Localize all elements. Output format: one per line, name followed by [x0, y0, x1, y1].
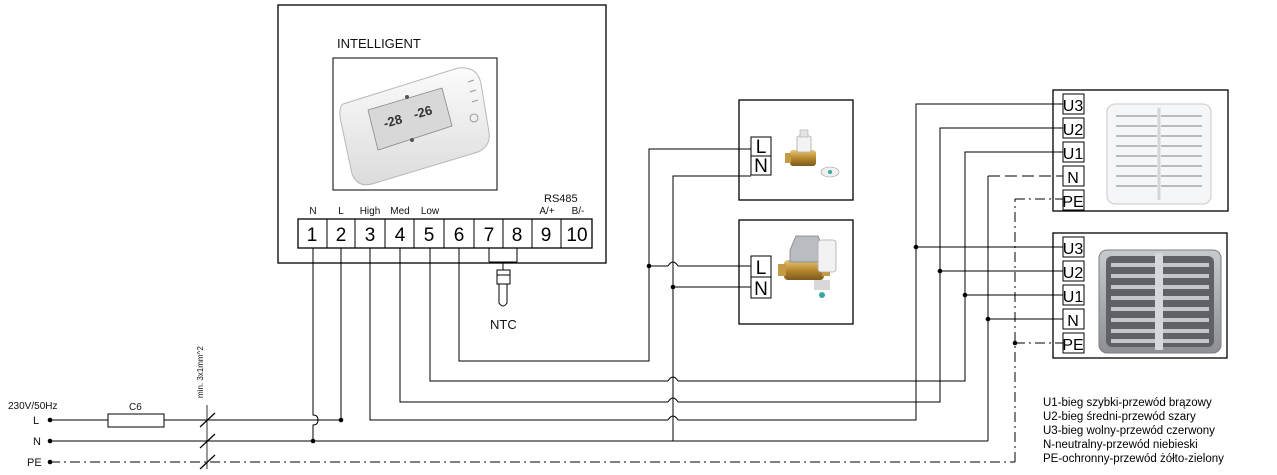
terminal-block: [297, 218, 593, 249]
legend-item-u1: U1-bieg szybki-przewód brązowy: [1043, 397, 1212, 409]
heater-1-terminal-pe: PE: [1062, 194, 1083, 211]
breaker-label: C6: [129, 402, 142, 413]
display-left-readout: -28: [382, 111, 404, 131]
terminal-10: 10: [566, 225, 587, 246]
terminal-label-high: High: [360, 206, 381, 217]
wiring: [50, 103, 1063, 470]
valve-small-icon: [785, 129, 840, 178]
terminal-8: 8: [512, 225, 523, 246]
line-l-label: L: [33, 415, 39, 427]
breaker: [107, 413, 165, 428]
legend-item-n: N-neutralny-przewód niebieski: [1043, 439, 1198, 451]
heater-grey-icon: [1098, 249, 1222, 354]
heater-2-terminal-u2: U2: [1063, 265, 1084, 282]
legend-item-u3: U3-bieg wolny-przewód czerwony: [1043, 425, 1215, 437]
junction-dots: [47, 244, 1018, 465]
terminal-7: 7: [484, 225, 495, 246]
heater-2-terminal-u3: U3: [1063, 241, 1084, 258]
cable-label: min. 3x1mm^2: [196, 346, 205, 398]
heater-2: U3 U2 U1 N PE: [1052, 232, 1228, 359]
terminal-9: 9: [541, 225, 552, 246]
thermostat-icon: -28 -26: [332, 57, 498, 191]
line-n-label: N: [33, 436, 41, 448]
valve-1-terminal-n: N: [754, 156, 768, 177]
terminal-3: 3: [365, 225, 376, 246]
terminal-label-med: Med: [390, 206, 409, 217]
heater-2-terminal-n: N: [1067, 313, 1079, 330]
heater-white-icon: [1106, 103, 1212, 205]
terminal-label-b: B/-: [572, 206, 585, 217]
legend: U1-bieg szybki-przewód brązowy U2-bieg ś…: [1043, 397, 1224, 465]
terminal-6: 6: [454, 225, 465, 246]
heater-1-terminal-u2: U2: [1063, 122, 1084, 139]
supply-label: 230V/50Hz: [8, 401, 57, 412]
valve-1-terminal-l: L: [756, 137, 767, 158]
display-right-readout: -26: [412, 102, 434, 122]
terminal-4: 4: [395, 225, 406, 246]
terminal-label-l: L: [338, 206, 344, 217]
terminal-1: 1: [307, 225, 318, 246]
valve-2-terminal-l: L: [756, 258, 767, 279]
ntc-sensor: [488, 248, 518, 307]
controller-title: INTELLIGENT: [337, 36, 421, 51]
valve-1: L N: [738, 99, 854, 201]
heater-1: U3 U2 U1 N PE: [1052, 89, 1229, 212]
valve-2-terminal-n: N: [754, 279, 768, 300]
heater-2-terminal-pe: PE: [1062, 337, 1083, 354]
terminal-label-n: N: [309, 206, 316, 217]
controller: INTELLIGENT -28 -26 RS485 N L High Med L…: [277, 4, 607, 264]
heater-1-terminal-u3: U3: [1063, 98, 1084, 115]
legend-item-pe: PE-ochronny-przewód żółto-zielony: [1043, 453, 1224, 465]
terminal-label-a: A/+: [539, 206, 554, 217]
valve-actuator-icon: [778, 235, 837, 298]
valve-2: L N: [738, 219, 854, 325]
terminal-5: 5: [424, 225, 435, 246]
rs485-label: RS485: [544, 193, 578, 205]
ntc-label: NTC: [490, 317, 517, 332]
line-pe-label: PE: [27, 457, 42, 469]
legend-item-u2: U2-bieg średni-przewód szary: [1043, 411, 1196, 423]
terminal-label-low: Low: [421, 206, 440, 217]
heater-1-terminal-n: N: [1067, 170, 1079, 187]
terminal-2: 2: [336, 225, 347, 246]
heater-2-terminal-u1: U1: [1063, 289, 1084, 306]
heater-1-terminal-u1: U1: [1063, 146, 1084, 163]
